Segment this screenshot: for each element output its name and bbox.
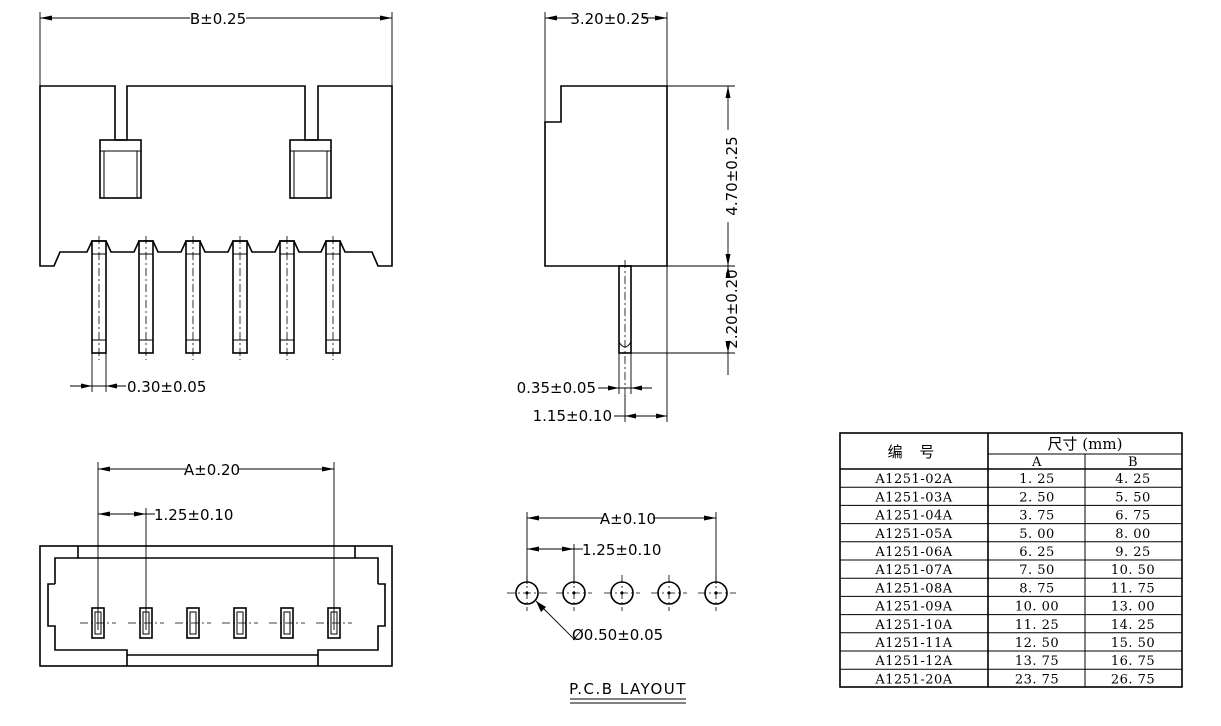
front-pin	[232, 236, 248, 360]
table-row: A1251-03A 2. 50 5. 50	[840, 490, 1182, 506]
table-cell-b: 6. 75	[1115, 509, 1151, 524]
front-view: B±0.25	[39, 10, 393, 396]
table-header-b: B	[1128, 455, 1138, 470]
table-row: A1251-10A 11. 25 14. 25	[840, 618, 1182, 634]
bottom-pin	[222, 607, 258, 639]
table-header-a: A	[1031, 455, 1042, 470]
pcb-hole	[651, 575, 687, 611]
dim-label-hole-diameter: Ø0.50±0.05	[572, 626, 663, 644]
table-cell-part: A1251-07A	[874, 563, 952, 578]
table-row: A1251-11A 12. 50 15. 50	[840, 636, 1182, 652]
table-cell-a: 5. 00	[1019, 527, 1055, 542]
table-row: A1251-02A 1. 25 4. 25	[840, 472, 1182, 488]
dim-label-pin-width-side: 0.35±0.05	[517, 379, 596, 397]
front-housing	[39, 85, 393, 267]
table-cell-part: A1251-03A	[874, 490, 952, 505]
dim-label-pcb-pitch: 1.25±0.10	[582, 541, 661, 559]
table-cell-a: 1. 25	[1019, 472, 1055, 487]
table-cell-part: A1251-06A	[874, 545, 952, 560]
table-row: A1251-09A 10. 00 13. 00	[840, 600, 1182, 616]
pcb-hole	[698, 575, 736, 611]
bottom-pin	[269, 607, 305, 639]
table-cell-b: 9. 25	[1115, 545, 1151, 560]
table-cell-b: 5. 50	[1115, 490, 1151, 505]
table-row: A1251-06A 6. 25 9. 25	[840, 545, 1182, 561]
table-row: A1251-07A 7. 50 10. 50	[840, 563, 1182, 579]
table-cell-b: 14. 25	[1111, 618, 1155, 633]
table-row: A1251-20A 23. 75 26. 75	[874, 672, 1155, 687]
table-cell-part: A1251-09A	[874, 600, 952, 615]
table-cell-a: 7. 50	[1019, 563, 1055, 578]
latch-window-right	[289, 139, 332, 199]
table-cell-a: 2. 50	[1019, 490, 1055, 505]
pcb-hole	[604, 575, 640, 611]
bottom-view: A±0.20 1.25±0.10	[39, 461, 393, 667]
pcb-holes	[507, 575, 736, 611]
table-cell-b: 26. 75	[1111, 672, 1155, 687]
dim-label-pcb-span-a: A±0.10	[600, 510, 656, 528]
bottom-housing	[39, 545, 393, 667]
table-cell-a: 10. 00	[1015, 600, 1059, 615]
bottom-pins	[80, 607, 352, 639]
bottom-pin	[175, 607, 211, 639]
front-pin	[138, 236, 154, 360]
table-row: A1251-12A 13. 75 16. 75	[840, 654, 1182, 670]
table-row: A1251-04A 3. 75 6. 75	[840, 509, 1182, 525]
table-cell-part: A1251-11A	[874, 636, 952, 651]
table-cell-part: A1251-02A	[874, 472, 952, 487]
table-row: A1251-05A 5. 00 8. 00	[840, 527, 1182, 543]
pcb-hole	[507, 575, 547, 611]
table-cell-b: 8. 00	[1115, 527, 1151, 542]
table-cell-b: 13. 00	[1111, 600, 1155, 615]
table-cell-b: 16. 75	[1111, 654, 1155, 669]
dim-label-bottom-span-a: A±0.20	[184, 461, 240, 479]
pcb-layout: A±0.10 1.25±0.10 Ø0.50±0.05 P.C.B LAYOUT	[507, 510, 736, 704]
table-cell-a: 6. 25	[1019, 545, 1055, 560]
pcb-layout-title: P.C.B LAYOUT	[569, 680, 687, 698]
table-cell-part: A1251-05A	[874, 527, 952, 542]
table-cell-b: 10. 50	[1111, 563, 1155, 578]
table-header-part-number: 编 号	[888, 443, 941, 461]
dim-label-body-height: 4.70±0.25	[723, 136, 741, 215]
table-cell-part: A1251-08A	[874, 581, 952, 596]
table-cell-part: A1251-12A	[874, 654, 952, 669]
front-pin	[185, 236, 201, 360]
table-row: A1251-08A 8. 75 11. 75	[840, 581, 1182, 597]
side-housing	[544, 85, 668, 267]
table-header-dimensions: 尺寸 (mm)	[1048, 435, 1123, 453]
bottom-pin	[128, 607, 164, 639]
dim-label-pin-offset: 1.15±0.10	[533, 407, 612, 425]
side-view: 3.20±0.25 4.70±0.25 2.20±0.20 0.35±0.05	[517, 10, 741, 425]
table-cell-b: 4. 25	[1115, 472, 1151, 487]
table-cell-b: 15. 50	[1111, 636, 1155, 651]
table-cell-a: 8. 75	[1019, 581, 1055, 596]
dim-label-pin-length: 2.20±0.20	[723, 269, 741, 348]
front-pin	[279, 236, 295, 360]
dim-label-depth: 3.20±0.25	[570, 10, 649, 28]
dim-label-pin-width-front: 0.30±0.05	[127, 378, 206, 396]
latch-window-left	[99, 139, 142, 199]
front-pins	[91, 236, 341, 360]
table-cell-b: 11. 75	[1111, 581, 1155, 596]
table-cell-part: A1251-20A	[874, 672, 952, 687]
table-cell-part: A1251-10A	[874, 618, 952, 633]
table-cell-a: 13. 75	[1015, 654, 1059, 669]
pcb-hole	[556, 575, 592, 611]
table-cell-part: A1251-04A	[874, 509, 952, 524]
dim-label-b: B±0.25	[190, 10, 246, 28]
front-pin	[325, 236, 341, 360]
table-cell-a: 11. 25	[1015, 618, 1059, 633]
dim-label-bottom-pitch: 1.25±0.10	[154, 506, 233, 524]
table-cell-a: 23. 75	[1015, 672, 1059, 687]
table-cell-a: 3. 75	[1019, 509, 1055, 524]
bottom-pin	[80, 607, 116, 639]
table-cell-a: 12. 50	[1015, 636, 1059, 651]
front-pin	[91, 236, 107, 360]
bottom-pin	[316, 607, 352, 639]
